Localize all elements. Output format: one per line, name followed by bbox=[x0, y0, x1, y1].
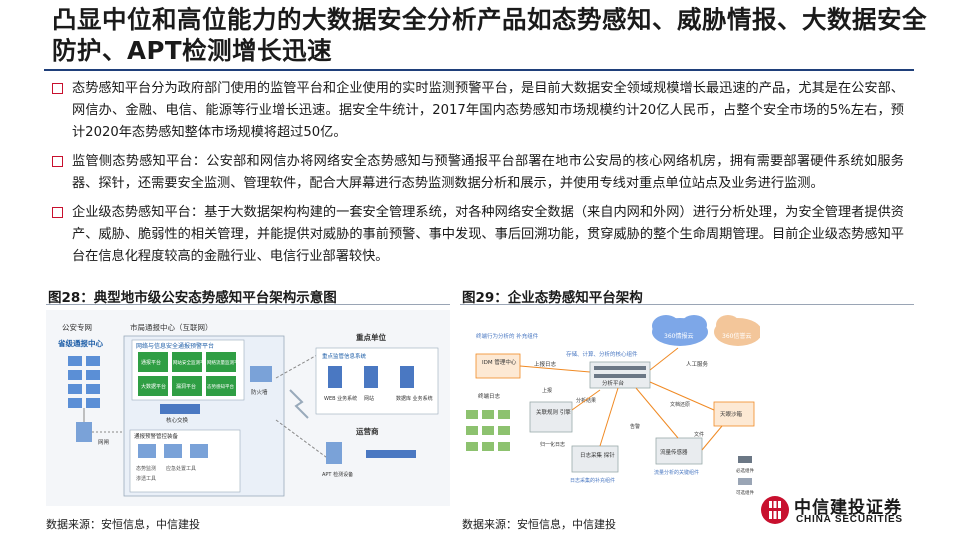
svg-text:告警: 告警 bbox=[630, 423, 640, 430]
log-probe-icon: 日志采集 探针 bbox=[571, 445, 619, 473]
svg-text:网站安全监测平台: 网站安全监测平台 bbox=[173, 359, 209, 366]
svg-text:应急处置工具: 应急处置工具 bbox=[166, 465, 196, 472]
svg-text:态势监测: 态势监测 bbox=[136, 465, 156, 472]
figure-right-caption: 图29：企业态势感知平台架构 bbox=[462, 290, 643, 306]
city-center-label: 市局通报中心（互联网） bbox=[130, 322, 213, 332]
platform-modules: 通报平台 网站安全监测平台 网络流量监测平台 大数据平台 漏洞平台 态势感知平台 bbox=[138, 352, 243, 396]
bullet-text: 态势感知平台分为政府部门使用的监管平台和企业使用的实时监测预警平台，是目前大数据… bbox=[72, 81, 904, 140]
sandbox-icon: 天眼沙箱 bbox=[713, 401, 755, 427]
svg-text:关联规则 引擎: 关联规则 引擎 bbox=[536, 408, 571, 416]
svg-text:人工服务: 人工服务 bbox=[686, 360, 709, 368]
svg-text:必选组件: 必选组件 bbox=[736, 467, 754, 474]
figure-right-rule bbox=[460, 304, 914, 305]
svg-text:上报: 上报 bbox=[542, 387, 552, 394]
svg-text:数据库 业务系统: 数据库 业务系统 bbox=[396, 395, 433, 402]
svg-text:存储、计算、分析的核心组件: 存储、计算、分析的核心组件 bbox=[566, 350, 638, 358]
figure-right-source: 数据来源：安恒信息，中信建投 bbox=[462, 518, 616, 531]
svg-text:漏洞平台: 漏洞平台 bbox=[176, 383, 196, 390]
bullet-item: 监管侧态势感知平台：公安部和网信办将网络安全态势感知与预警通报平台部署在地市公安… bbox=[52, 151, 904, 195]
svg-text:运营商: 运营商 bbox=[356, 426, 379, 436]
svg-text:WEB 业务系统: WEB 业务系统 bbox=[324, 395, 357, 402]
firewall-icon bbox=[250, 366, 272, 382]
network-bolt-icon bbox=[289, 389, 309, 419]
svg-text:上报日志: 上报日志 bbox=[534, 360, 557, 368]
svg-text:IDM 管理中心: IDM 管理中心 bbox=[482, 358, 517, 366]
flow-sensor-icon: 流量传感器 bbox=[655, 437, 703, 465]
cloud-icon: 360信誉云 bbox=[714, 315, 762, 346]
svg-text:通报预警管控装备: 通报预警管控装备 bbox=[134, 432, 179, 440]
analysis-platform-icon: 分析平台 bbox=[589, 361, 651, 389]
svg-text:终端行为分析的 补充组件: 终端行为分析的 补充组件 bbox=[476, 332, 539, 340]
brand-name-en: CHINA SECURITIES bbox=[796, 514, 903, 525]
monitor-grid-icon bbox=[466, 410, 510, 451]
figure-left-diagram: 公安专网 省级通报中心 市局通报中心（互联网） 网络与信息安全通报预警平台 通报… bbox=[46, 310, 450, 506]
figure-left-caption: 图28：典型地市级公安态势感知平台架构示意图 bbox=[48, 290, 337, 306]
figure-right-diagram: 360情报云 360信誉云 终端行为分析的 补充组件 IDM 管理中心 终端日志… bbox=[460, 310, 762, 506]
svg-text:重点监管信息系统: 重点监管信息系统 bbox=[322, 352, 367, 360]
svg-text:流量传感器: 流量传感器 bbox=[660, 448, 688, 456]
svg-text:网络流量监测平台: 网络流量监测平台 bbox=[207, 359, 243, 366]
page-title: 凸显中位和高位能力的大数据安全分析产品如态势感知、威胁情报、大数据安全防护、AP… bbox=[52, 5, 927, 65]
ps-center-label: 省级通报中心 bbox=[57, 338, 103, 348]
svg-text:文件: 文件 bbox=[694, 431, 704, 438]
title-divider bbox=[44, 69, 914, 71]
svg-text:天眼沙箱: 天眼沙箱 bbox=[720, 410, 743, 418]
bullet-item: 企业级态势感知平台：基于大数据架构构建的一套安全管理系统，对各种网络安全数据（来… bbox=[52, 202, 904, 268]
square-bullet-icon bbox=[52, 156, 63, 167]
apt-device-icon bbox=[326, 442, 342, 464]
svg-text:分析平台: 分析平台 bbox=[602, 379, 625, 387]
server-rack-icon bbox=[68, 356, 100, 408]
svg-text:核心交换: 核心交换 bbox=[166, 416, 189, 424]
citic-logo-icon bbox=[761, 496, 789, 524]
svg-text:360情报云: 360情报云 bbox=[664, 332, 693, 340]
svg-text:可选组件: 可选组件 bbox=[736, 489, 754, 496]
legend-swatch-required bbox=[738, 456, 752, 463]
figure-left-rule bbox=[46, 304, 450, 305]
bullet-text: 企业级态势感知平台：基于大数据架构构建的一套安全管理系统，对各种网络安全数据（来… bbox=[72, 205, 904, 264]
idm-box bbox=[475, 353, 521, 379]
svg-text:APT 检测设备: APT 检测设备 bbox=[322, 471, 353, 478]
right-architecture-svg: 360情报云 360信誉云 终端行为分析的 补充组件 IDM 管理中心 终端日志… bbox=[460, 310, 762, 506]
svg-text:流量分析的关键组件: 流量分析的关键组件 bbox=[654, 469, 699, 476]
svg-text:防火墙: 防火墙 bbox=[251, 388, 268, 396]
core-switch-icon bbox=[160, 404, 200, 414]
square-bullet-icon bbox=[52, 83, 63, 94]
svg-text:大数据平台: 大数据平台 bbox=[141, 383, 166, 390]
svg-text:重点单位: 重点单位 bbox=[356, 332, 386, 342]
svg-text:日志采集 探针: 日志采集 探针 bbox=[580, 451, 615, 459]
figure-left-source: 数据来源：安恒信息，中信建投 bbox=[46, 518, 200, 531]
svg-text:网站: 网站 bbox=[364, 395, 374, 402]
square-bullet-icon bbox=[52, 207, 63, 218]
svg-text:态势感知平台: 态势感知平台 bbox=[207, 383, 234, 390]
ps-private-label: 公安专网 bbox=[62, 322, 92, 332]
svg-text:终端日志: 终端日志 bbox=[478, 392, 501, 400]
svg-text:文档还原: 文档还原 bbox=[670, 401, 690, 408]
svg-text:网闸: 网闸 bbox=[98, 438, 109, 446]
left-architecture-svg: 公安专网 省级通报中心 市局通报中心（互联网） 网络与信息安全通报预警平台 通报… bbox=[46, 310, 450, 506]
svg-text:日志采集的补充组件: 日志采集的补充组件 bbox=[570, 477, 615, 484]
brand-name: 中信建投证券 bbox=[794, 498, 902, 518]
ops-switch-icon bbox=[366, 450, 416, 458]
association-engine-icon: 关联规则 引擎 bbox=[529, 401, 573, 433]
bullet-text: 监管侧态势感知平台：公安部和网信办将网络安全态势感知与预警通报平台部署在地市公安… bbox=[72, 154, 904, 191]
tool-box bbox=[129, 429, 241, 493]
cloud-icon: 360情报云 bbox=[652, 315, 708, 346]
legend-swatch-optional bbox=[738, 478, 752, 485]
bullet-list: 态势感知平台分为政府部门使用的监管平台和企业使用的实时监测预警平台，是目前大数据… bbox=[52, 78, 904, 275]
platform-label: 网络与信息安全通报预警平台 bbox=[136, 342, 214, 350]
svg-text:360信誉云: 360信誉云 bbox=[722, 332, 751, 340]
ps-server-icon bbox=[76, 422, 92, 442]
svg-text:通报平台: 通报平台 bbox=[141, 359, 161, 366]
svg-text:归一化日志: 归一化日志 bbox=[540, 441, 565, 448]
brand-logo: 中信建投证券 CHINA SECURITIES bbox=[758, 490, 928, 530]
bullet-item: 态势感知平台分为政府部门使用的监管平台和企业使用的实时监测预警平台，是目前大数据… bbox=[52, 78, 904, 144]
svg-text:渗透工具: 渗透工具 bbox=[136, 475, 156, 482]
